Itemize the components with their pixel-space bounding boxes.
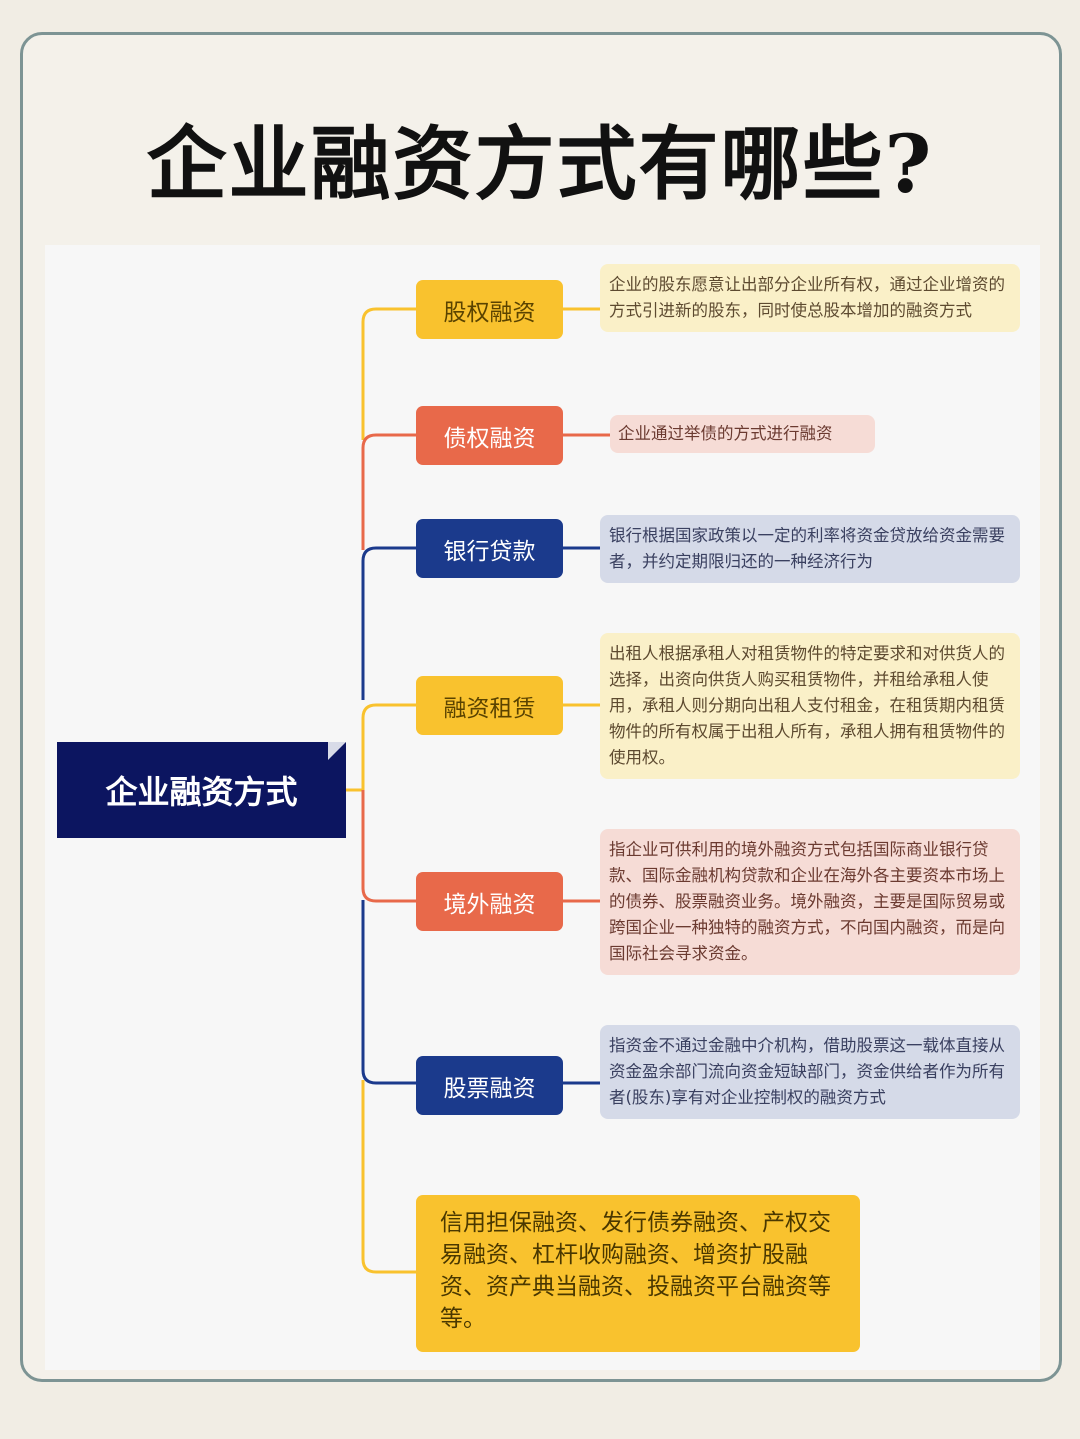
connector-2 bbox=[361, 433, 416, 550]
desc-financial-leasing: 出租人根据承租人对租赁物件的特定要求和对供货人的选择，出资向供货人购买租赁物件，… bbox=[600, 633, 1020, 779]
connector-1 bbox=[361, 307, 416, 440]
node-label: 股票融资 bbox=[443, 1075, 536, 1102]
connector-7 bbox=[361, 1080, 416, 1274]
node-equity-financing: 股权融资 bbox=[416, 280, 563, 339]
root-label: 企业融资方式 bbox=[105, 773, 298, 811]
other-financing-methods: 信用担保融资、发行债券融资、产权交易融资、杠杆收购融资、增资扩股融资、资产典当融… bbox=[416, 1195, 860, 1352]
node-overseas-financing: 境外融资 bbox=[416, 872, 563, 931]
node-label: 融资租赁 bbox=[443, 695, 536, 722]
desc-overseas-financing: 指企业可供利用的境外融资方式包括国际商业银行贷款、国际金融机构贷款和企业在海外各… bbox=[600, 829, 1020, 975]
desc-equity-financing: 企业的股东愿意让出部分企业所有权，通过企业增资的方式引进新的股东，同时使总股本增… bbox=[600, 264, 1020, 332]
connector-5 bbox=[361, 790, 416, 903]
node-debt-financing: 债权融资 bbox=[416, 406, 563, 465]
node-label: 银行贷款 bbox=[443, 538, 536, 565]
node-label: 股权融资 bbox=[443, 299, 536, 326]
node-bank-loan: 银行贷款 bbox=[416, 519, 563, 578]
connector-4 bbox=[361, 703, 416, 790]
desc-stock-financing: 指资金不通过金融中介机构，借助股票这一载体直接从资金盈余部门流向资金短缺部门，资… bbox=[600, 1025, 1020, 1119]
fold-corner-icon bbox=[328, 742, 346, 760]
node-stock-financing: 股票融资 bbox=[416, 1056, 563, 1115]
node-financial-leasing: 融资租赁 bbox=[416, 676, 563, 735]
desc-bank-loan: 银行根据国家政策以一定的利率将资金贷放给资金需要者，并约定期限归还的一种经济行为 bbox=[600, 515, 1020, 583]
desc-debt-financing: 企业通过举债的方式进行融资 bbox=[610, 415, 875, 453]
root-node: 企业融资方式 bbox=[57, 742, 346, 838]
node-label: 债权融资 bbox=[443, 425, 536, 452]
page-title: 企业融资方式有哪些? bbox=[146, 117, 934, 211]
node-label: 境外融资 bbox=[443, 891, 536, 918]
connector-3 bbox=[361, 546, 416, 700]
connector-6 bbox=[361, 900, 416, 1085]
